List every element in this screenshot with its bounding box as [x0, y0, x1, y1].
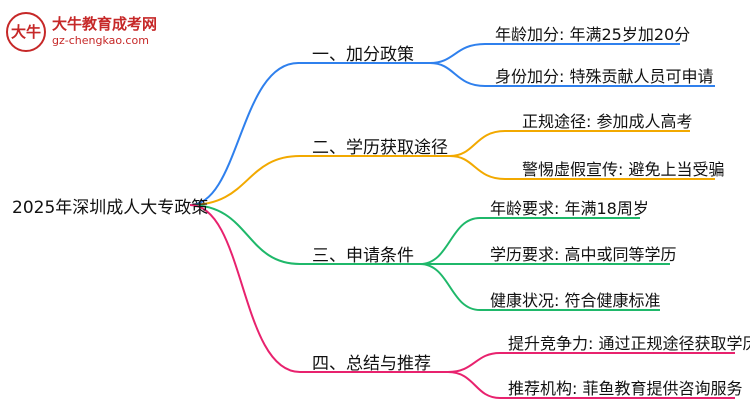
logo-emblem-icon: 大牛: [6, 12, 46, 52]
branch-connector-1: [189, 43, 715, 206]
logo-title: 大牛教育成考网: [52, 15, 158, 33]
leaf-node: 年龄要求: 年满18周岁: [490, 199, 649, 218]
leaf-node: 提升竞争力: 通过正规途径获取学历: [508, 334, 750, 353]
leaf-node: 身份加分: 特殊贡献人员可申请: [495, 67, 714, 86]
leaf-node: 学历要求: 高中或同等学历: [490, 245, 677, 264]
leaf-node: 警惕虚假宣传: 避免上当受骗: [522, 160, 725, 179]
branch-connector-4: [189, 204, 735, 399]
leaf-node: 年龄加分: 年满25岁加20分: [495, 25, 691, 44]
root-node: 2025年深圳成人大专政策: [12, 198, 209, 218]
logo-url: gz-chengkao.com: [52, 34, 149, 47]
leaf-node: 正规途径: 参加成人高考: [522, 112, 693, 131]
branch-connector-3: [189, 204, 670, 311]
branch-connector-2: [189, 130, 715, 206]
branch-node-degree-path: 二、学历获取途径: [312, 138, 448, 158]
leaf-node: 推荐机构: 菲鱼教育提供咨询服务: [508, 379, 743, 398]
leaf-node: 健康状况: 符合健康标准: [490, 291, 661, 310]
branch-node-requirements: 三、申请条件: [312, 246, 414, 266]
site-logo[interactable]: 大牛 大牛教育成考网 gz-chengkao.com: [6, 10, 166, 54]
branch-node-bonus-policy: 一、加分政策: [312, 45, 414, 65]
logo-mark-text: 大牛: [10, 23, 41, 41]
branch-node-summary: 四、总结与推荐: [312, 354, 431, 374]
